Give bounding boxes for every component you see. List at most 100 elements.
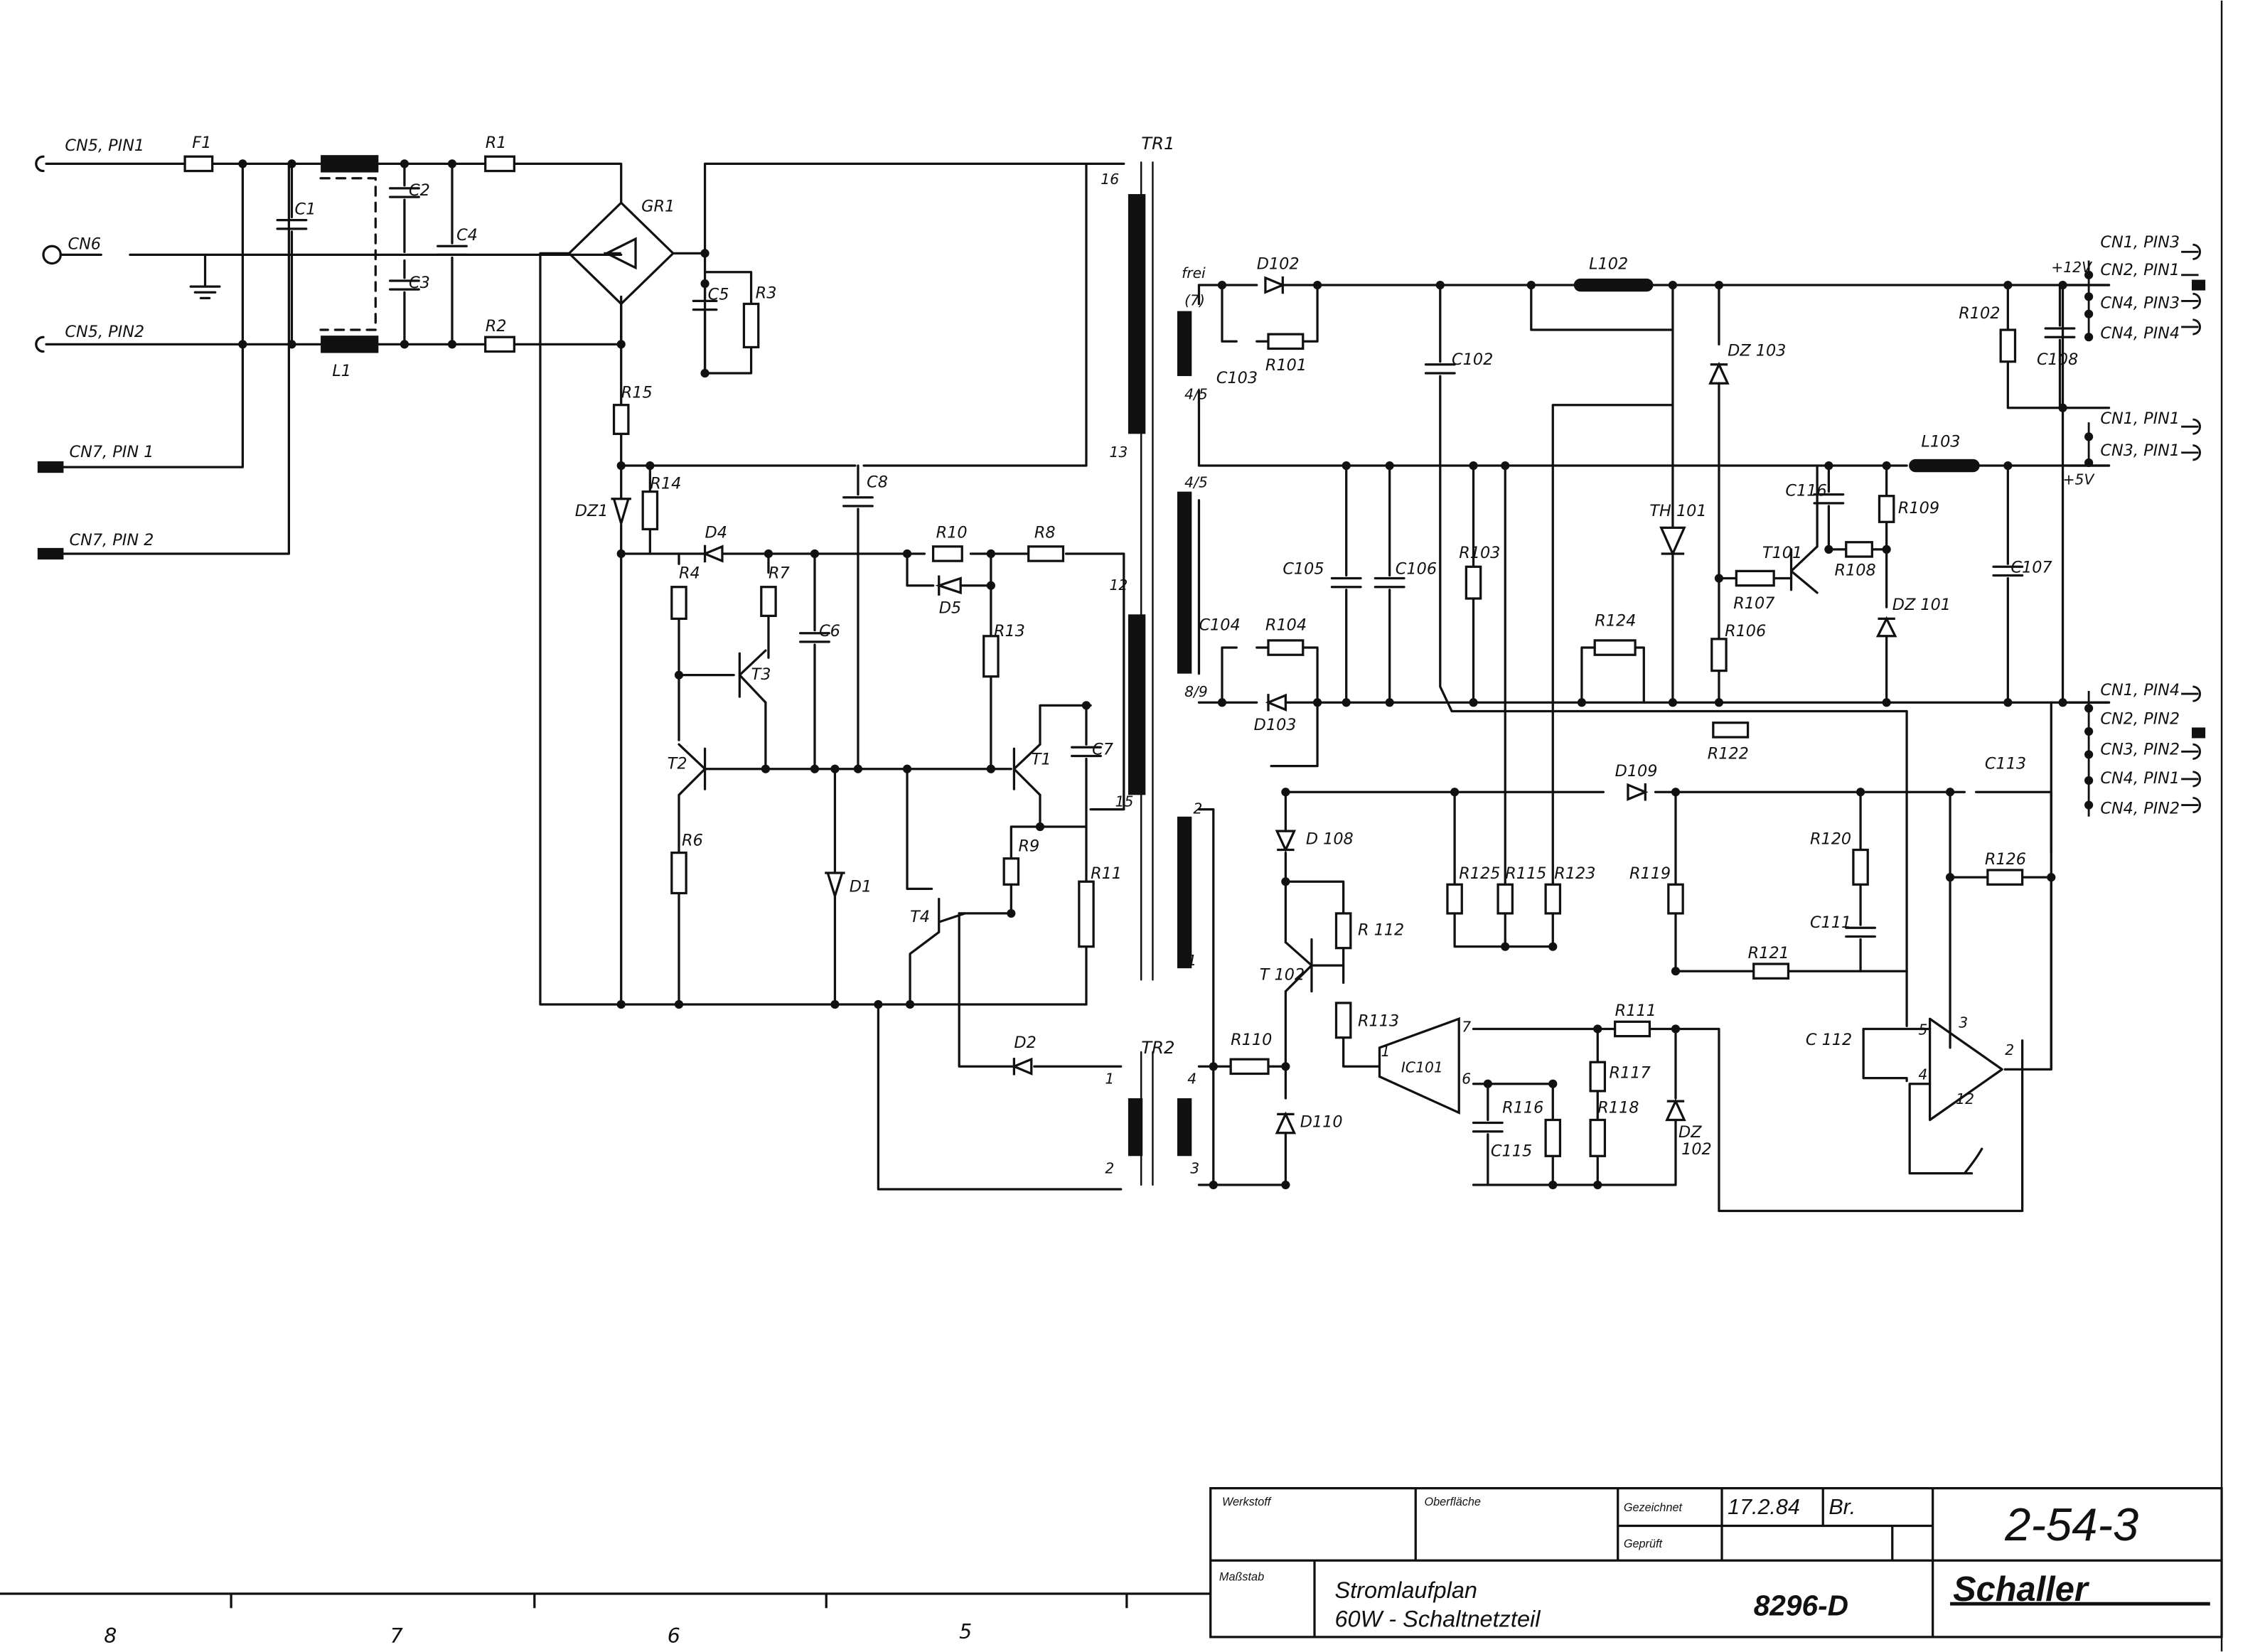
label-t2: T2 — [668, 755, 687, 773]
title-block: Werkstoff Oberfläche Gezeichnet 17.2.84 … — [0, 1486, 2223, 1648]
label-r126: R126 — [1985, 850, 2026, 869]
pin-ic-1: 1 — [1381, 1043, 1390, 1060]
connector-cn1-pin1: CN1, PIN1 — [2100, 409, 2180, 428]
label-t1: T1 — [1032, 751, 1051, 769]
connector-cn4-pin2: CN4, PIN2 — [2100, 800, 2180, 818]
pin-numbers: 16 13 12 15 frei (7) 4/5 4/5 8/9 2 1 1 2… — [1101, 171, 2014, 1177]
connector-cn7-pin1: CN7, PIN 1 — [70, 443, 154, 461]
connector-cn5-pin1: CN5, PIN1 — [65, 136, 144, 155]
windings — [37, 155, 1192, 1157]
label-r118: R118 — [1597, 1098, 1639, 1117]
label-c103: C103 — [1216, 369, 1258, 387]
pin-tr2-3: 3 — [1190, 1160, 1199, 1177]
pin-frei: frei — [1182, 264, 1206, 281]
rail-12v-label: +12V — [2051, 259, 2093, 276]
connector-cn3-pin2: CN3, PIN2 — [2100, 740, 2180, 758]
label-r14: R14 — [650, 475, 681, 493]
label-t4: T4 — [910, 908, 930, 926]
label-c1: C1 — [295, 200, 316, 218]
pin-7: (7) — [1184, 292, 1205, 309]
connector-cn4-pin1: CN4, PIN1 — [2100, 769, 2180, 788]
label-c6: C6 — [819, 622, 840, 640]
tb-title-line1: Stromlaufplan — [1334, 1577, 1477, 1603]
connector-cn1-pin3: CN1, PIN3 — [2100, 233, 2180, 252]
label-c8: C8 — [867, 473, 888, 492]
connector-cn4-pin3: CN4, PIN3 — [2100, 294, 2180, 313]
connector-cn5-pin2: CN5, PIN2 — [65, 323, 144, 341]
label-r125: R125 — [1459, 864, 1500, 883]
label-r11: R11 — [1091, 864, 1122, 883]
label-c2: C2 — [409, 181, 430, 200]
label-dz102-top: DZ — [1678, 1123, 1702, 1142]
label-r2: R2 — [486, 317, 507, 336]
label-r115: R115 — [1505, 864, 1546, 883]
label-r113: R113 — [1358, 1012, 1399, 1030]
label-c5: C5 — [708, 285, 729, 304]
label-dz101: DZ 101 — [1892, 596, 1951, 614]
pin-tr1-13: 13 — [1109, 444, 1128, 461]
label-r121: R121 — [1748, 944, 1789, 962]
label-d110: D110 — [1300, 1113, 1343, 1132]
label-r1: R1 — [486, 134, 507, 152]
label-l103: L103 — [1921, 433, 1960, 451]
label-gr1: GR1 — [641, 197, 675, 215]
label-r6: R6 — [682, 831, 703, 849]
label-r3: R3 — [756, 284, 777, 302]
tb-drawn-by: Br. — [1828, 1495, 1856, 1519]
label-c116: C116 — [1785, 482, 1826, 500]
label-c115: C115 — [1491, 1142, 1532, 1160]
label-r103: R103 — [1459, 544, 1500, 562]
tb-geprueft-label: Geprüft — [1624, 1538, 1664, 1550]
label-d5: D5 — [939, 599, 961, 617]
label-r117: R117 — [1610, 1064, 1651, 1083]
connector-cn3-pin1: CN3, PIN1 — [2100, 441, 2180, 460]
label-c7: C7 — [1092, 740, 1114, 758]
label-c108: C108 — [2037, 350, 2078, 369]
label-r112: R 112 — [1358, 921, 1404, 939]
label-dz103: DZ 103 — [1728, 342, 1786, 360]
tb-company: Schaller — [1953, 1570, 2090, 1609]
grid-number-7: 7 — [390, 1624, 403, 1648]
pin-45-upper: 4/5 — [1184, 386, 1208, 403]
tb-drawing-number: 8296-D — [1754, 1589, 1848, 1621]
pin-tr2-4: 4 — [1187, 1071, 1196, 1088]
label-d1: D1 — [850, 877, 872, 896]
label-r107: R107 — [1733, 594, 1775, 613]
grid-number-8: 8 — [104, 1624, 117, 1648]
label-r8: R8 — [1034, 524, 1056, 542]
label-r102: R102 — [1959, 304, 2000, 323]
label-c111: C111 — [1810, 913, 1851, 932]
tb-massstab-label: Maßstab — [1219, 1571, 1264, 1584]
wiring — [35, 155, 2111, 1213]
label-r9: R9 — [1018, 837, 1039, 856]
label-c4: C4 — [456, 226, 478, 245]
pin-op-5: 5 — [1918, 1021, 1927, 1039]
grid-number-6: 6 — [668, 1624, 680, 1648]
output-connectors — [2087, 0, 2223, 1652]
pin-45-lower: 4/5 — [1184, 474, 1208, 491]
pin-tr1-16: 16 — [1101, 171, 1119, 188]
pin-tr2-2: 2 — [1105, 1160, 1114, 1177]
pin-ic-6: 6 — [1462, 1071, 1471, 1088]
label-c3: C3 — [409, 274, 430, 292]
label-r15: R15 — [621, 384, 653, 402]
label-c113: C113 — [1985, 755, 2026, 773]
label-d102: D102 — [1257, 255, 1300, 274]
connector-cn2-pin2: CN2, PIN2 — [2100, 710, 2180, 729]
tb-werkstoff-label: Werkstoff — [1222, 1496, 1272, 1508]
label-c105: C105 — [1283, 559, 1324, 578]
label-dz1: DZ1 — [575, 502, 609, 520]
label-r4: R4 — [679, 564, 700, 583]
label-d108: D 108 — [1306, 830, 1354, 848]
label-r120: R120 — [1810, 830, 1851, 848]
connector-cn6: CN6 — [68, 235, 101, 253]
label-r123: R123 — [1554, 864, 1595, 883]
label-c106: C106 — [1396, 559, 1437, 578]
label-r116: R116 — [1502, 1098, 1543, 1117]
diodes — [604, 237, 1897, 1135]
tb-title-line2: 60W - Schaltnetzteil — [1334, 1607, 1541, 1632]
label-r104: R104 — [1265, 616, 1307, 635]
component-bodies — [183, 155, 2024, 1157]
label-l102: L102 — [1589, 255, 1628, 274]
label-c107: C107 — [2010, 558, 2052, 576]
